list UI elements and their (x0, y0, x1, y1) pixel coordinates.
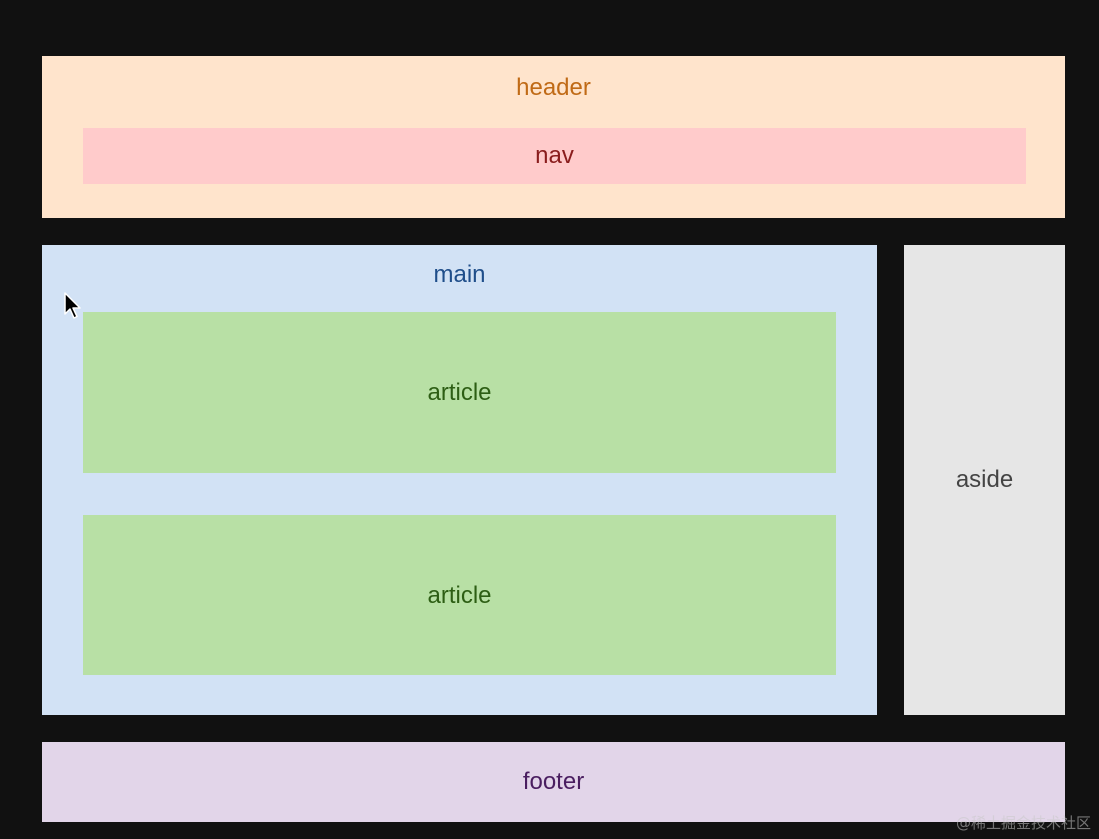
nav-region: nav (83, 128, 1026, 184)
main-label: main (433, 261, 486, 288)
footer-region: footer (42, 742, 1065, 822)
main-region: main article article (42, 245, 877, 715)
nav-label: nav (535, 142, 574, 169)
header-region: header nav (42, 56, 1065, 218)
watermark-text: @稀土掘金技术社区 (955, 814, 1091, 832)
header-label: header (516, 74, 591, 101)
mouse-pointer-icon (64, 292, 81, 319)
aside-label: aside (955, 466, 1014, 493)
article-label: article (427, 379, 492, 406)
aside-region: aside (904, 245, 1065, 715)
footer-label: footer (522, 768, 585, 795)
article-region: article (83, 515, 836, 675)
article-label: article (427, 582, 492, 609)
article-region: article (83, 312, 836, 473)
